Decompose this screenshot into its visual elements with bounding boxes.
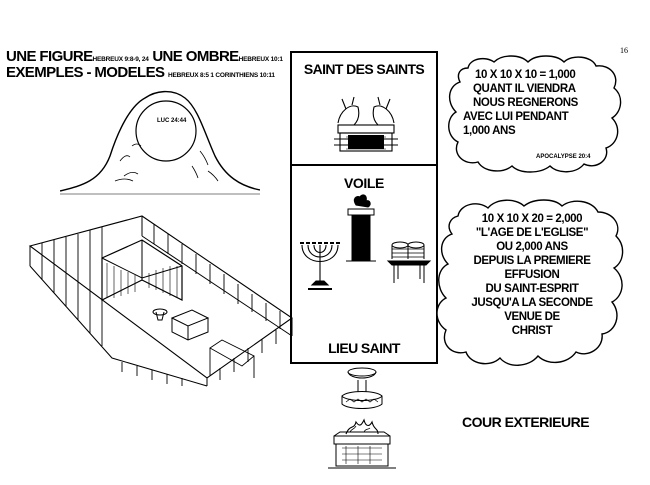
showbread-table-icon xyxy=(386,241,432,283)
cloud2-line-8: VENUE DE xyxy=(504,311,560,323)
cloud2-line-3: OU 2,000 ANS xyxy=(496,241,568,253)
holy-place-label: LIEU SAINT xyxy=(328,340,400,356)
ark-of-covenant-icon xyxy=(334,96,398,152)
cloud2-line-2: "L'AGE DE L'EGLISE" xyxy=(475,227,589,239)
cloud-2000-years xyxy=(436,199,624,366)
laver-icon xyxy=(341,367,383,409)
cloud2-line-5: EFFUSION xyxy=(504,269,560,281)
sanctuary-diagram: SAINT DES SAINTS VOILE LIEU SAINT xyxy=(290,51,438,364)
heading-exemples-ref: HEBREUX 8:5 1 CORINTHIENS 10:11 xyxy=(167,72,275,79)
cloud2-line-4: DEPUIS LA PREMIERE xyxy=(473,255,591,267)
apocalypse-ref: APOCALYPSE 20:4 xyxy=(536,154,591,160)
heading-line-2: EXEMPLES - MODELES HEBREUX 8:5 1 CORINTH… xyxy=(6,64,275,81)
cloud1-line-3: NOUS REGNERONS xyxy=(473,97,578,109)
veil-divider xyxy=(292,164,436,166)
cloud-1000-years xyxy=(448,55,622,173)
menorah-icon xyxy=(300,242,340,290)
cloud-1000-text: 10 X 10 X 10 = 1,000 QUANT IL VIENDRA NO… xyxy=(463,68,603,138)
cloud1-line-5: 1,000 ANS xyxy=(463,125,516,137)
veil-label: VOILE xyxy=(343,175,384,191)
cloud2-line-7: JUSQU'A LA SECONDE xyxy=(471,297,593,309)
cloud-2000-text: 10 X 10 X 20 = 2,000 "L'AGE DE L'EGLISE"… xyxy=(452,212,612,338)
cloud1-line-2: QUANT IL VIENDRA xyxy=(473,83,576,95)
outer-court-label: COUR EXTERIEURE xyxy=(462,414,590,430)
holy-of-holies-label: SAINT DES SAINTS xyxy=(303,61,425,77)
mountain-icon xyxy=(60,90,260,195)
mountain-label: LUC 24:44 xyxy=(157,118,187,124)
cloud1-line-1: 10 X 10 X 10 = 1,000 xyxy=(475,69,576,81)
heading-figure-ref: HEBREUX 9:8-9, 24 xyxy=(92,56,149,63)
cloud1-line-4: AVEC LUI PENDANT xyxy=(463,111,569,123)
page-number: 16 xyxy=(620,46,628,55)
brazen-altar-icon xyxy=(328,418,396,469)
heading-exemples: EXEMPLES - MODELES xyxy=(6,64,165,81)
tabernacle-camp-icon xyxy=(28,215,293,387)
heading-ombre: UNE OMBRE xyxy=(152,48,239,65)
altar-of-incense-icon xyxy=(346,194,376,262)
heading-ombre-ref: HEBREUX 10:1 xyxy=(238,56,283,63)
cloud2-line-1: 10 X 10 X 20 = 2,000 xyxy=(481,213,583,225)
heading-line-1: UNE FIGUREHEBREUX 9:8-9, 24 UNE OMBREHEB… xyxy=(6,48,283,65)
cloud2-line-6: DU SAINT-ESPRIT xyxy=(485,283,579,295)
heading-figure: UNE FIGURE xyxy=(6,48,93,65)
cloud2-line-9: CHRIST xyxy=(511,325,553,337)
